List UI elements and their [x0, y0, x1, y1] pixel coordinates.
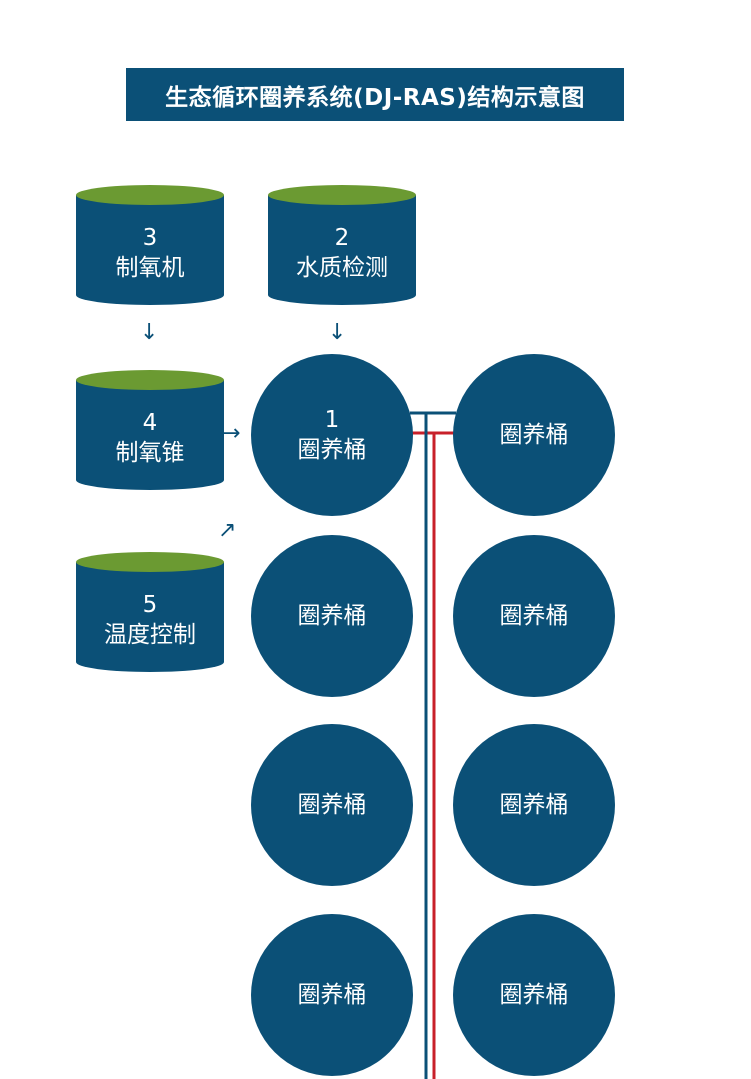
unit-number: 3	[142, 225, 158, 251]
unit-number: 5	[142, 592, 158, 618]
tank-name: 圈养桶	[297, 792, 367, 818]
tank-name: 圈养桶	[499, 792, 569, 818]
tank: 圈养桶	[251, 535, 413, 697]
tank-name: 圈养桶	[499, 603, 569, 629]
unit-name: 水质检测	[296, 255, 388, 281]
main-tank: 1 圈养桶	[251, 354, 413, 516]
unit-number: 2	[334, 225, 350, 251]
cylinder-top-icon	[76, 185, 224, 205]
tank-name: 圈养桶	[297, 982, 367, 1008]
arrow-down-icon: ↓	[140, 320, 159, 345]
cylinder-top-icon	[268, 185, 416, 205]
cylinder-top-icon	[76, 370, 224, 390]
unit-name: 制氧机	[115, 255, 185, 281]
unit-name: 温度控制	[104, 622, 196, 648]
arrow-right-icon: →	[222, 421, 241, 446]
tank-name: 圈养桶	[297, 603, 367, 629]
tank-name: 圈养桶	[499, 982, 569, 1008]
tank-number: 1	[324, 407, 340, 433]
unit-name: 制氧锥	[115, 440, 185, 466]
tank: 圈养桶	[453, 724, 615, 886]
tank: 圈养桶	[453, 535, 615, 697]
tank: 圈养桶	[251, 724, 413, 886]
tank-name: 圈养桶	[499, 422, 569, 448]
diagram-title: 生态循环圈养系统(DJ-RAS)结构示意图	[126, 68, 624, 121]
tank: 圈养桶	[453, 354, 615, 516]
oxygen-cone-unit: 4 制氧锥	[76, 370, 224, 498]
arrow-down-icon: ↓	[328, 320, 347, 345]
arrow-up-right-icon: ↗	[218, 518, 237, 543]
cylinder-top-icon	[76, 552, 224, 572]
tank-name: 圈养桶	[297, 437, 367, 463]
tank: 圈养桶	[251, 914, 413, 1076]
unit-number: 4	[142, 410, 158, 436]
temperature-control-unit: 5 温度控制	[76, 552, 224, 680]
tank: 圈养桶	[453, 914, 615, 1076]
water-quality-unit: 2 水质检测	[268, 185, 416, 313]
oxygen-maker-unit: 3 制氧机	[76, 185, 224, 313]
